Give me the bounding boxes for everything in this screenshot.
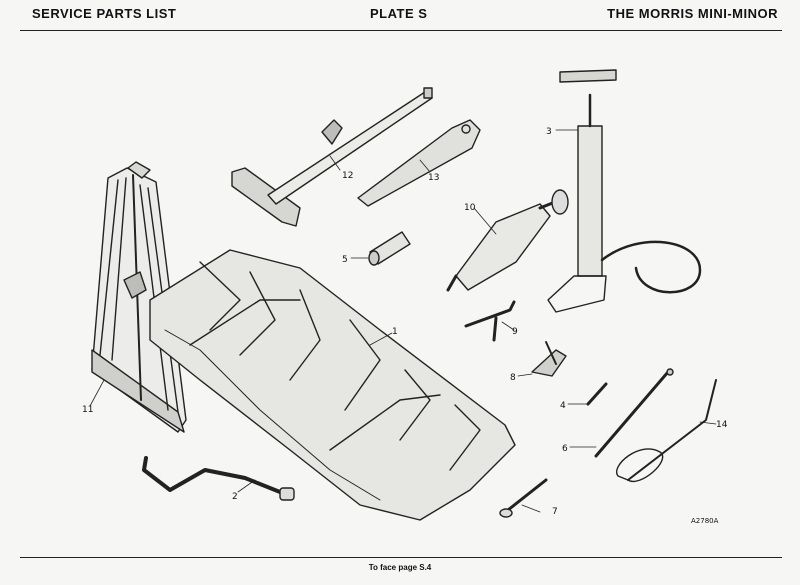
plate-title: PLATE S bbox=[370, 6, 428, 21]
plug-spanner-drawing bbox=[464, 300, 516, 342]
tyre-lever-drawing bbox=[594, 368, 674, 458]
bottom-rule bbox=[20, 557, 782, 558]
page-reference: To face page S.4 bbox=[368, 563, 432, 572]
part-label-8: 8 bbox=[510, 373, 516, 383]
part-label-10: 10 bbox=[464, 203, 476, 213]
part-label-3: 3 bbox=[546, 127, 552, 137]
tyre-pump-drawing bbox=[547, 69, 702, 313]
plate-reference: A2780A bbox=[691, 517, 719, 525]
pin-drawing bbox=[586, 382, 608, 406]
part-label-12: 12 bbox=[342, 171, 353, 181]
part-label-7: 7 bbox=[552, 507, 558, 517]
part-number-labels: 1 2 3 4 5 6 7 8 9 10 11 12 13 14 bbox=[82, 127, 728, 517]
box-spanner-drawing bbox=[357, 119, 481, 207]
part-label-6: 6 bbox=[562, 444, 568, 454]
part-label-1: 1 bbox=[392, 327, 398, 337]
small-spanner-drawing bbox=[499, 478, 548, 518]
part-label-9: 9 bbox=[512, 327, 518, 337]
tool-roll-drawing bbox=[149, 249, 516, 521]
tube-spanner-drawing bbox=[368, 231, 411, 266]
part-label-5: 5 bbox=[342, 255, 348, 265]
wheel-brace-drawing bbox=[142, 456, 295, 501]
jack-drawing bbox=[231, 87, 433, 227]
vehicle-title: THE MORRIS MINI-MINOR bbox=[607, 6, 778, 21]
list-title: SERVICE PARTS LIST bbox=[32, 6, 177, 21]
grease-gun-drawing bbox=[446, 189, 569, 292]
part-label-11: 11 bbox=[82, 405, 93, 415]
part-label-2: 2 bbox=[232, 492, 238, 502]
key-drawing bbox=[531, 341, 567, 377]
part-label-13: 13 bbox=[428, 173, 439, 183]
top-rule bbox=[20, 30, 782, 31]
gauge-lever-drawing bbox=[615, 379, 717, 483]
part-label-4: 4 bbox=[560, 401, 566, 411]
part-label-14: 14 bbox=[716, 420, 728, 430]
